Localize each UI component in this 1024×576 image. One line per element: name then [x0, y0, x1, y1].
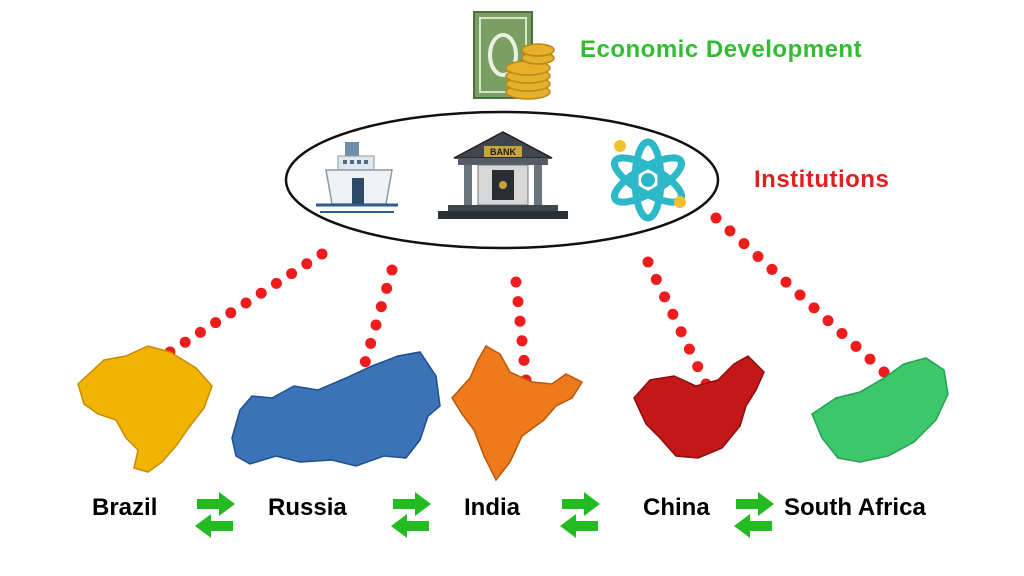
connector-dot [822, 315, 834, 327]
connector-dot [301, 258, 313, 270]
connector-dot [642, 256, 654, 268]
connector-dot [225, 307, 237, 319]
country-label-russia: Russia [268, 494, 347, 521]
country-label-brazil: Brazil [92, 494, 158, 521]
connector-dot [659, 291, 671, 303]
connector-dot [808, 302, 820, 314]
country-label-china: China [643, 494, 710, 521]
connector-dot [667, 308, 679, 320]
country-label-south-africa: South Africa [784, 494, 926, 521]
connector-dot [512, 296, 524, 308]
bank-icon [438, 131, 568, 219]
russia-map-icon [231, 351, 441, 467]
connector-dot [692, 361, 704, 373]
money-icon [473, 11, 555, 100]
connector-dot [516, 335, 528, 347]
connector-dot [724, 225, 736, 237]
connector-dot [780, 276, 792, 288]
exchange-arrow-icon [391, 492, 431, 538]
connector-dot [650, 273, 662, 285]
connector-dot [370, 319, 382, 331]
connector-dot [386, 264, 398, 276]
connector-dot [316, 248, 328, 260]
connector-dot [240, 297, 252, 309]
exchange-arrow-icon [560, 492, 600, 538]
exchange-arrow-icon [195, 492, 235, 538]
connector-dot [210, 317, 222, 329]
connector-dot [270, 277, 282, 289]
south-africa-map-icon [811, 357, 949, 463]
china-map-icon [633, 355, 765, 459]
economic-development-title: Economic Development [580, 36, 863, 63]
brazil-map-icon [77, 345, 213, 473]
connector-dot [514, 315, 526, 327]
connector-dot [359, 356, 371, 368]
connector-dot [836, 328, 848, 339]
exchange-arrows [195, 492, 774, 538]
connector-dot [518, 354, 530, 366]
connector-dot [375, 301, 387, 313]
ship-icon [316, 142, 398, 213]
connector-dot [675, 326, 687, 338]
connector-dot [510, 276, 522, 288]
connector-dot [766, 263, 778, 275]
connector-dot [864, 353, 876, 365]
india-map-icon [451, 344, 584, 482]
connector-dot [179, 336, 191, 348]
bank-label: BANK [490, 147, 516, 157]
connector-dot [710, 212, 722, 224]
connector-dot [738, 238, 750, 250]
connector-dot [381, 282, 393, 294]
connector-lines [164, 212, 890, 390]
connector-dot [878, 366, 890, 378]
connector-dot [794, 289, 806, 301]
connector-dot [683, 343, 695, 355]
connector-dot [255, 287, 267, 299]
connector-dot [850, 340, 862, 352]
institutions-title: Institutions [754, 166, 890, 193]
connector-dot [752, 251, 764, 262]
connector-dot [365, 337, 377, 349]
country-label-india: India [464, 494, 521, 521]
connector-dot [286, 268, 298, 280]
exchange-arrow-icon [734, 492, 774, 538]
connector-dot [194, 326, 206, 338]
